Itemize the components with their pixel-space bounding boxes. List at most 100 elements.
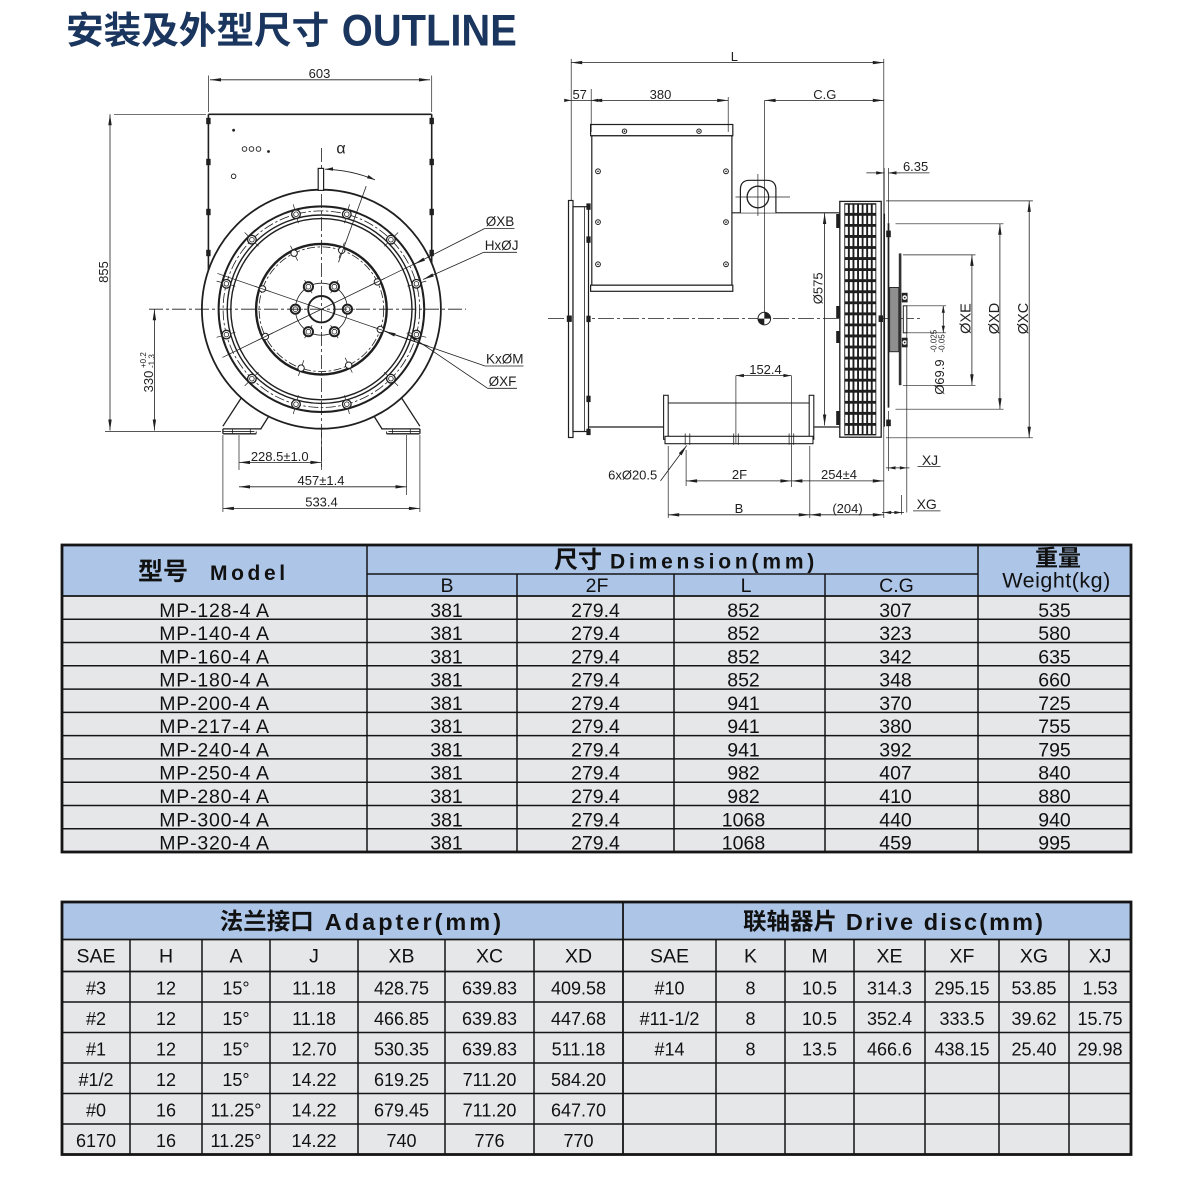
svg-text:K: K (744, 946, 757, 968)
svg-text:B: B (440, 575, 453, 597)
svg-text:535: 535 (1038, 600, 1071, 622)
svg-text:XG: XG (1020, 946, 1048, 968)
svg-text:XF: XF (950, 946, 975, 968)
svg-text:15°: 15° (222, 1070, 249, 1090)
svg-text:982: 982 (727, 763, 760, 785)
svg-text:+0.2: +0.2 (139, 352, 148, 368)
svg-text:711.20: 711.20 (463, 1070, 517, 1090)
svg-text:MP-240-4 A: MP-240-4 A (159, 740, 270, 762)
svg-text:314.3: 314.3 (867, 979, 912, 999)
svg-text:L: L (741, 575, 752, 597)
svg-text:2F: 2F (732, 467, 747, 482)
svg-text:381: 381 (430, 693, 463, 715)
svg-text:530.35: 530.35 (374, 1040, 429, 1060)
svg-text:11.25°: 11.25° (211, 1101, 262, 1121)
svg-text:XB: XB (388, 946, 414, 968)
svg-text:679.45: 679.45 (374, 1101, 429, 1121)
svg-text:OUTLINE: OUTLINE (342, 7, 517, 56)
svg-text:XE: XE (876, 946, 902, 968)
svg-text:Drive disc(mm): Drive disc(mm) (846, 909, 1045, 935)
svg-text:619.25: 619.25 (374, 1070, 429, 1090)
svg-text:(204): (204) (832, 501, 862, 516)
svg-text:#3: #3 (86, 979, 106, 999)
svg-text:254±4: 254±4 (821, 467, 857, 482)
svg-text:279.4: 279.4 (571, 646, 620, 668)
svg-text:279.4: 279.4 (571, 763, 620, 785)
svg-text:-0.05: -0.05 (938, 334, 947, 353)
svg-text:279.4: 279.4 (571, 623, 620, 645)
svg-text:MP-320-4 A: MP-320-4 A (159, 833, 270, 855)
svg-text:381: 381 (430, 600, 463, 622)
svg-text:279.4: 279.4 (571, 740, 620, 762)
svg-text:14.22: 14.22 (291, 1131, 336, 1151)
svg-text:457±1.4: 457±1.4 (298, 473, 345, 488)
svg-text:770: 770 (563, 1131, 593, 1151)
svg-text:392: 392 (879, 740, 912, 762)
svg-text:440: 440 (879, 809, 912, 831)
svg-text:2F: 2F (586, 575, 609, 597)
svg-text:438.15: 438.15 (934, 1040, 989, 1060)
svg-text:Model: Model (210, 562, 289, 585)
svg-text:16: 16 (156, 1101, 176, 1121)
svg-text:10.5: 10.5 (802, 1009, 837, 1029)
svg-text:1068: 1068 (722, 809, 765, 831)
svg-text:409.58: 409.58 (551, 979, 606, 999)
svg-text:B: B (735, 501, 744, 516)
svg-text:852: 852 (727, 646, 760, 668)
svg-text:352.4: 352.4 (867, 1009, 912, 1029)
svg-text:6170: 6170 (76, 1131, 116, 1151)
svg-text:MP-140-4 A: MP-140-4 A (159, 623, 270, 645)
svg-text:152.4: 152.4 (749, 362, 782, 377)
svg-text:381: 381 (430, 740, 463, 762)
svg-text:580: 580 (1038, 623, 1071, 645)
svg-text:639.83: 639.83 (462, 1009, 517, 1029)
svg-text:Ø69.9: Ø69.9 (932, 359, 947, 394)
svg-text:647.70: 647.70 (551, 1101, 606, 1121)
svg-text:533.4: 533.4 (305, 495, 338, 510)
svg-text:29.98: 29.98 (1077, 1040, 1122, 1060)
svg-text:447.68: 447.68 (551, 1009, 606, 1029)
svg-text:C.G: C.G (879, 575, 914, 597)
svg-text:11.25°: 11.25° (211, 1131, 262, 1151)
svg-text:Dimension(mm): Dimension(mm) (610, 551, 818, 574)
svg-text:428.75: 428.75 (374, 979, 429, 999)
svg-text:15°: 15° (222, 1009, 249, 1029)
svg-text:1.53: 1.53 (1082, 979, 1117, 999)
svg-text:776: 776 (474, 1131, 504, 1151)
svg-text:SAE: SAE (650, 946, 689, 968)
svg-text:381: 381 (430, 716, 463, 738)
svg-text:381: 381 (430, 833, 463, 855)
svg-text:370: 370 (879, 693, 912, 715)
svg-text:381: 381 (430, 809, 463, 831)
svg-text:Weight(kg): Weight(kg) (1002, 569, 1111, 593)
svg-text:ØXE: ØXE (958, 303, 974, 334)
svg-text:795: 795 (1038, 740, 1071, 762)
svg-text:279.4: 279.4 (571, 786, 620, 808)
svg-text:XD: XD (565, 946, 592, 968)
svg-text:880: 880 (1038, 786, 1071, 808)
svg-text:12: 12 (156, 1040, 176, 1060)
svg-text:15°: 15° (222, 1040, 249, 1060)
svg-text:279.4: 279.4 (571, 600, 620, 622)
svg-text:10.5: 10.5 (802, 979, 837, 999)
svg-text:XC: XC (476, 946, 503, 968)
svg-text:KxØM: KxØM (486, 352, 524, 367)
svg-text:852: 852 (727, 600, 760, 622)
svg-text:#1/2: #1/2 (78, 1070, 113, 1090)
svg-text:C.G: C.G (813, 87, 836, 102)
svg-text:14.22: 14.22 (291, 1101, 336, 1121)
svg-text:ØXF: ØXF (489, 374, 517, 389)
svg-text:279.4: 279.4 (571, 809, 620, 831)
svg-text:#10: #10 (654, 979, 684, 999)
svg-text:8: 8 (745, 1009, 755, 1029)
svg-text:941: 941 (727, 740, 760, 762)
svg-text:M: M (811, 946, 827, 968)
svg-text:852: 852 (727, 670, 760, 692)
svg-text:279.4: 279.4 (571, 716, 620, 738)
svg-text:279.4: 279.4 (571, 693, 620, 715)
svg-text:ØXB: ØXB (486, 214, 515, 229)
svg-text:57: 57 (572, 87, 586, 102)
svg-text:MP-128-4 A: MP-128-4 A (159, 600, 270, 622)
svg-text:639.83: 639.83 (462, 979, 517, 999)
svg-text:295.15: 295.15 (934, 979, 989, 999)
